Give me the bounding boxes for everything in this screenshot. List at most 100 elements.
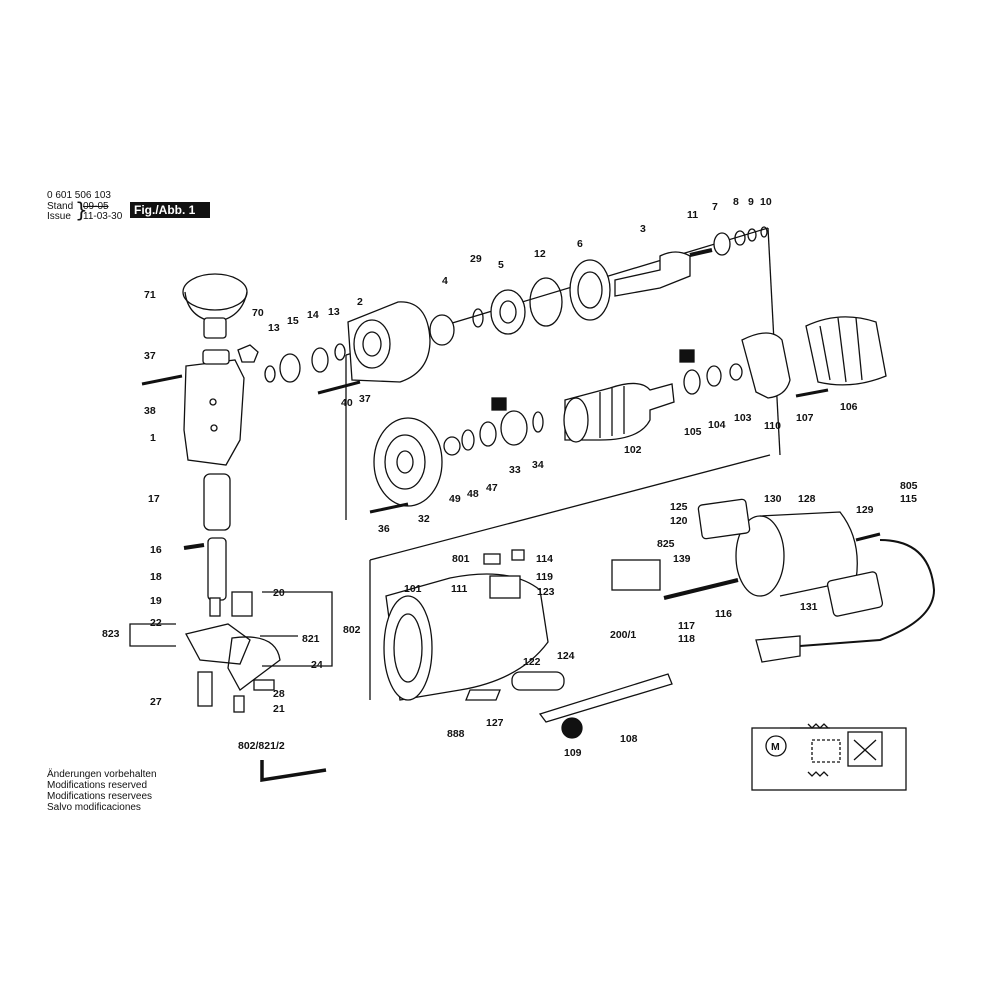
callout: 27 xyxy=(150,696,162,708)
callout: 16 xyxy=(150,544,162,556)
ring-part xyxy=(461,429,475,451)
brush-part xyxy=(679,349,695,363)
nut-part xyxy=(237,344,259,363)
callout: 19 xyxy=(150,595,162,607)
ring-part xyxy=(334,343,346,361)
callout: 125 xyxy=(670,501,688,513)
notes-block: Änderungen vorbehalten Modifications res… xyxy=(47,769,157,813)
callout: 107 xyxy=(796,412,814,424)
stator-part xyxy=(805,316,887,386)
callout: 106 xyxy=(840,401,858,413)
callout: 127 xyxy=(486,717,504,729)
armature-part xyxy=(563,382,675,443)
plug-part xyxy=(755,635,801,663)
stand-label: Stand xyxy=(47,201,74,212)
guard-part xyxy=(227,636,281,691)
callout: 15 xyxy=(287,315,299,327)
ring-part xyxy=(264,365,276,383)
callout-labels: 11 7 8 9 10 3 29 5 12 6 4 2 71 70 13 15 … xyxy=(102,196,918,759)
callout: 108 xyxy=(620,733,638,745)
callout: 17 xyxy=(148,493,160,505)
holder-part xyxy=(511,671,565,691)
die-plate-part xyxy=(185,623,251,665)
ring-part xyxy=(479,421,497,447)
callout: 131 xyxy=(800,601,818,613)
screw-part xyxy=(855,532,881,542)
callout: 14 xyxy=(307,309,319,321)
callout: 34 xyxy=(532,459,544,471)
callout: 11 xyxy=(687,209,698,221)
bearing-part xyxy=(569,259,611,321)
callout: 49 xyxy=(449,493,461,505)
bearing-part xyxy=(577,271,603,309)
schematic-motor-label: M xyxy=(771,741,780,753)
wiring-schematic xyxy=(751,723,907,791)
stand-date: 09-05 xyxy=(83,201,109,212)
doc-number: 0 601 506 103 xyxy=(47,190,111,201)
group-bracket xyxy=(129,623,176,647)
brush-holder-part xyxy=(489,575,521,599)
ring-part xyxy=(532,411,544,433)
callout: 105 xyxy=(684,426,702,438)
spindle-part xyxy=(614,251,691,297)
callout: 128 xyxy=(798,493,816,505)
bearing-part xyxy=(311,347,329,373)
screw-part xyxy=(141,374,183,386)
callout: 114 xyxy=(536,553,553,565)
rod-part xyxy=(663,578,739,600)
callout: 130 xyxy=(764,493,782,505)
bearing-part xyxy=(429,314,455,346)
note-line: Modifications reservees xyxy=(47,791,153,802)
bearing-part xyxy=(500,410,528,446)
knob-part xyxy=(182,273,248,339)
knob-part xyxy=(561,717,583,739)
callout: 122 xyxy=(523,656,541,668)
callout: 801 xyxy=(452,553,470,565)
callout: 102 xyxy=(624,444,642,456)
callout: 2 xyxy=(357,296,363,308)
ring-part xyxy=(729,363,743,381)
ring-part xyxy=(747,228,757,242)
callout: 1 xyxy=(150,432,156,444)
callout: 118 xyxy=(678,633,695,645)
bearing-part xyxy=(683,369,701,395)
callout: 6 xyxy=(577,238,583,250)
ring-part xyxy=(529,277,563,327)
note-line: Modifications reserved xyxy=(47,780,148,791)
rail-part xyxy=(538,673,673,723)
screw-part xyxy=(795,388,829,398)
callout: 18 xyxy=(150,571,162,583)
callout: 103 xyxy=(734,412,752,424)
bearing-part xyxy=(279,353,301,383)
callout: 9 xyxy=(748,196,754,208)
callout: 888 xyxy=(447,728,465,740)
callout: 29 xyxy=(470,253,482,265)
spring-part xyxy=(209,597,221,617)
callout: 129 xyxy=(856,504,874,516)
hex-key-part xyxy=(260,760,327,783)
ring-part xyxy=(706,365,722,387)
callout: 32 xyxy=(418,513,430,525)
brush-part xyxy=(491,397,507,411)
callout: 109 xyxy=(564,747,582,759)
callout: 10 xyxy=(760,196,772,208)
callout: 71 xyxy=(144,289,156,301)
callout: 115 xyxy=(900,493,917,505)
callout: 119 xyxy=(536,571,553,583)
foot-part xyxy=(465,689,501,701)
callout: 47 xyxy=(486,482,498,494)
issue-label: Issue xyxy=(47,211,71,222)
note-line: Änderungen vorbehalten xyxy=(47,769,157,780)
callout: 116 xyxy=(715,608,732,620)
pin-part xyxy=(689,248,713,257)
callout: 120 xyxy=(670,515,688,527)
callout: 111 xyxy=(451,583,468,595)
callout: 3 xyxy=(640,223,646,235)
bearing-part xyxy=(499,300,517,324)
label-part xyxy=(826,571,884,617)
callout: 13 xyxy=(328,306,340,318)
motor-flange-part xyxy=(373,417,443,507)
callout: 117 xyxy=(678,620,695,632)
clip-part xyxy=(253,679,275,691)
